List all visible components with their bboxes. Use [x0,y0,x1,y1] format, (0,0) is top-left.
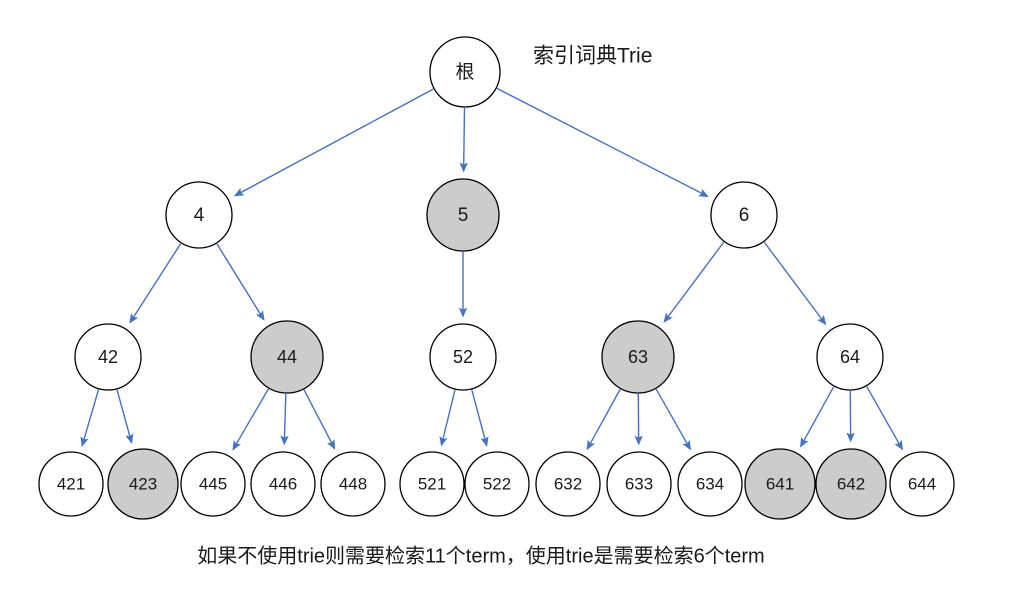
tree-node[interactable]: 632 [535,451,601,517]
tree-edge [439,389,456,447]
tree-node-label: 4 [194,205,205,226]
tree-edge [800,386,835,448]
tree-node[interactable]: 44 [250,320,324,394]
tree-node-circle[interactable] [250,320,324,394]
tree-node[interactable]: 644 [889,451,955,517]
tree-node-label: 522 [483,474,511,493]
tree-node-label: 根 [455,61,474,83]
tree-edge [496,87,709,197]
tree-edge [129,243,182,324]
tree-node-label: 632 [554,474,582,493]
tree-node-label: 521 [418,474,446,493]
tree-node[interactable]: 521 [399,451,465,517]
tree-node[interactable]: 641 [744,448,816,520]
tree-node-label: 42 [98,347,118,367]
tree-node[interactable]: 423 [107,448,179,520]
tree-node-label: 64 [840,347,860,367]
tree-node-label: 634 [696,474,724,493]
tree-node-label: 52 [453,347,473,367]
tree-node-label: 641 [766,474,794,493]
tree-node-label: 63 [628,347,648,367]
tree-node-circle[interactable] [180,451,246,517]
tree-node[interactable]: 5 [426,178,500,252]
tree-edge [763,241,827,326]
tree-node-circle[interactable] [399,451,465,517]
tree-node-circle[interactable] [535,451,601,517]
tree-node-circle[interactable] [744,448,816,520]
tree-node-circle[interactable] [426,178,500,252]
tree-edge [303,389,336,450]
tree-node-label: 633 [625,474,653,493]
tree-node[interactable]: 52 [429,323,497,391]
tree-node[interactable]: 445 [180,451,246,517]
tree-node[interactable]: 6 [710,181,778,249]
tree-node-label: 423 [129,474,157,493]
tree-node-circle[interactable] [601,320,675,394]
tree-edge [232,388,269,451]
tree-edge [586,389,621,451]
tree-edge [655,388,691,451]
tree-edge [233,88,434,197]
tree-edge [116,389,134,444]
tree-node[interactable]: 4 [165,181,233,249]
tree-node-label: 6 [739,205,750,226]
tree-node-circle[interactable] [816,323,884,391]
tree-node-label: 5 [458,205,469,226]
tree-edge [216,243,265,321]
tree-node-label: 644 [908,474,936,493]
tree-node-circle[interactable] [429,323,497,391]
tree-node-circle[interactable] [464,451,530,517]
tree-edge [459,107,468,173]
tree-node[interactable]: 根 [429,36,501,108]
tree-node-circle[interactable] [815,448,887,520]
tree-edge [471,389,489,447]
tree-node[interactable]: 446 [250,451,316,517]
tree-node-circle[interactable] [38,451,104,517]
tree-edges [80,87,903,451]
tree-edge [80,389,100,447]
tree-node[interactable]: 522 [464,451,530,517]
tree-node-circle[interactable] [710,181,778,249]
tree-edge [663,241,725,323]
tree-node[interactable]: 642 [815,448,887,520]
tree-node-label: 445 [199,474,227,493]
tree-node[interactable]: 64 [816,323,884,391]
tree-node-circle[interactable] [606,451,672,517]
diagram-title: 索引词典Trie [533,45,652,68]
tree-edge [866,386,903,451]
tree-node-label: 421 [57,474,85,493]
tree-node-circle[interactable] [165,181,233,249]
tree-edge [280,393,289,446]
tree-node[interactable]: 633 [606,451,672,517]
tree-node[interactable]: 448 [320,451,386,517]
tree-node-circle[interactable] [320,451,386,517]
tree-node-circle[interactable] [889,451,955,517]
tree-node[interactable]: 63 [601,320,675,394]
diagram-caption: 如果不使用trie则需要检索11个term，使用trie是需要检索6个term [197,544,764,567]
tree-node[interactable]: 421 [38,451,104,517]
tree-node-label: 446 [269,474,297,493]
tree-node-label: 448 [339,474,367,493]
tree-node-circle[interactable] [677,451,743,517]
tree-node[interactable]: 634 [677,451,743,517]
tree-node-label: 642 [837,474,865,493]
tree-node-circle[interactable] [250,451,316,517]
tree-node-circle[interactable] [107,448,179,520]
tree-node-circle[interactable] [74,323,142,391]
tree-node[interactable]: 42 [74,323,142,391]
tree-node-label: 44 [277,347,297,367]
tree-node-circle[interactable] [429,36,501,108]
